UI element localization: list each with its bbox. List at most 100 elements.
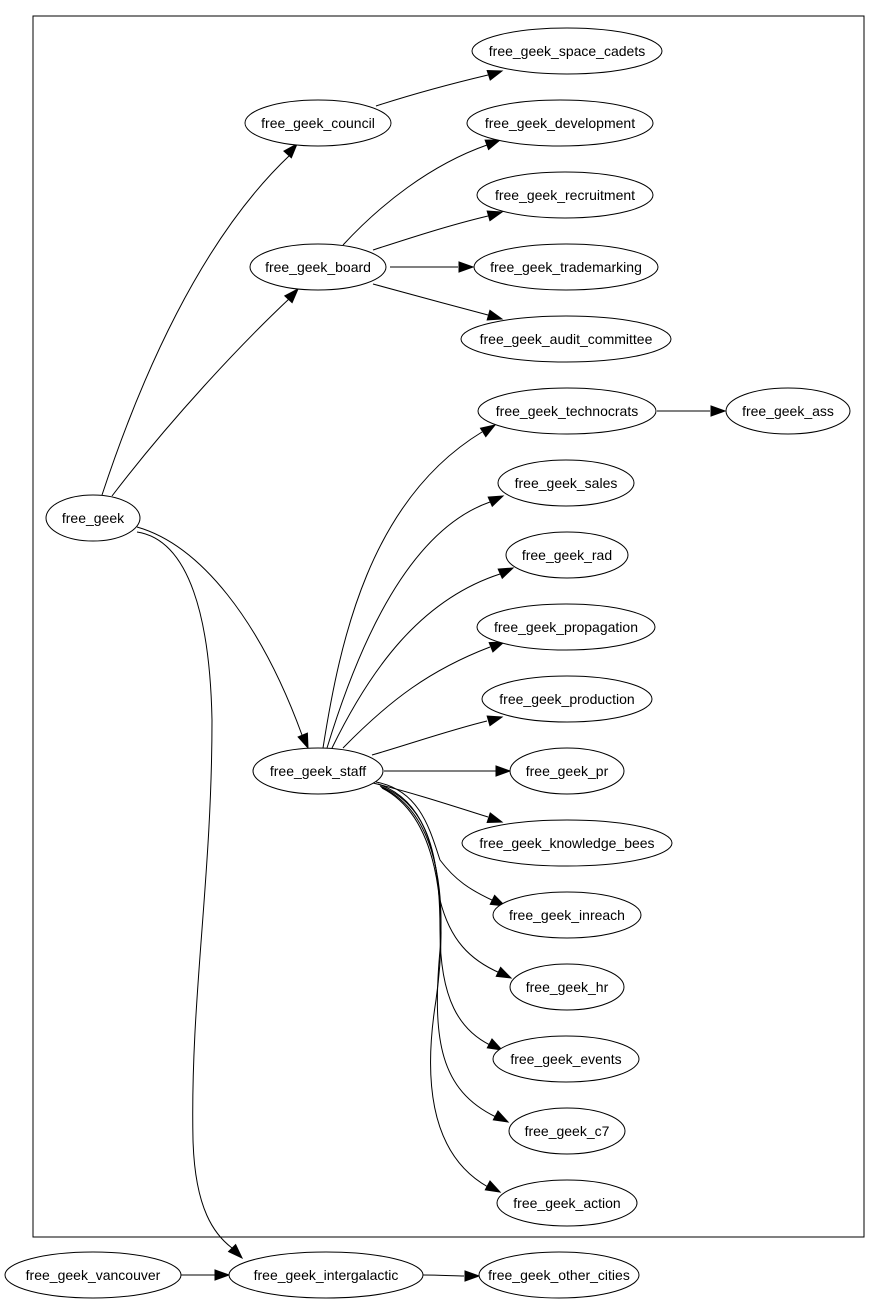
node-label: free_geek_technocrats — [496, 403, 638, 419]
edge-line — [136, 531, 233, 1249]
node-free-geek-technocrats[interactable]: free_geek_technocrats — [477, 387, 657, 435]
node-free-geek-sales[interactable]: free_geek_sales — [497, 459, 635, 507]
node-free-geek-staff[interactable]: free_geek_staff — [252, 747, 384, 795]
node-label: free_geek_inreach — [509, 907, 625, 923]
node-free-geek-board[interactable]: free_geek_board — [249, 243, 387, 291]
edge-line — [375, 781, 495, 902]
edge-line — [331, 573, 501, 749]
node-label: free_geek_sales — [515, 475, 618, 491]
arrowhead-icon — [492, 1110, 510, 1123]
edge-free-geek-staff-to-free-geek-technocrats — [322, 424, 497, 749]
arrowhead-icon — [487, 495, 505, 508]
edge-line — [381, 787, 489, 1188]
node-free-geek-intergalactic[interactable]: free_geek_intergalactic — [228, 1251, 424, 1299]
edge-free-geek-vancouver-to-free-geek-intergalactic — [181, 1269, 231, 1281]
edge-free-geek-staff-to-free-geek-hr — [377, 783, 513, 979]
edge-line — [326, 501, 491, 749]
node-free-geek-c7[interactable]: free_geek_c7 — [508, 1107, 626, 1155]
edge-line — [136, 526, 303, 736]
arrowhead-icon — [486, 70, 504, 81]
node-free-geek-other-cities[interactable]: free_geek_other_cities — [478, 1251, 640, 1299]
arrowhead-icon — [486, 812, 504, 823]
edge-free-geek-staff-to-free-geek-action — [381, 787, 502, 1193]
arrowhead-icon — [479, 424, 497, 438]
edge-free-geek-staff-to-free-geek-pr — [384, 765, 512, 777]
arrowhead-icon — [486, 1038, 504, 1051]
node-free-geek-knowledge-bees[interactable]: free_geek_knowledge_bees — [461, 819, 673, 867]
edge-line — [377, 783, 501, 974]
arrowhead-icon — [495, 966, 513, 979]
arrowhead-icon — [497, 567, 515, 580]
node-free-geek-pr[interactable]: free_geek_pr — [509, 747, 625, 795]
node-label: free_geek_vancouver — [26, 1267, 161, 1283]
node-free-geek-propagation[interactable]: free_geek_propagation — [476, 603, 656, 651]
edge-line — [379, 785, 491, 1046]
node-label: free_geek_c7 — [525, 1123, 610, 1139]
node-free-geek-trademarking[interactable]: free_geek_trademarking — [473, 243, 659, 291]
node-label: free_geek_council — [261, 115, 375, 131]
edge-free-geek-to-free-geek-board — [111, 287, 300, 497]
node-label: free_geek_rad — [522, 547, 612, 563]
node-label: free_geek_board — [265, 259, 371, 275]
node-free-geek-space-cadets[interactable]: free_geek_space_cadets — [471, 27, 663, 75]
edge-free-geek-board-to-free-geek-recruitment — [372, 210, 504, 251]
arrowhead-icon — [297, 732, 309, 750]
node-free-geek-ass[interactable]: free_geek_ass — [725, 387, 851, 435]
node-free-geek-action[interactable]: free_geek_action — [496, 1179, 638, 1227]
arrowhead-icon — [488, 641, 506, 653]
edge-free-geek-to-free-geek-council — [101, 142, 298, 496]
edge-free-geek-staff-to-free-geek-c7 — [380, 786, 510, 1123]
edge-line — [111, 297, 291, 497]
node-free-geek-production[interactable]: free_geek_production — [481, 675, 653, 723]
node-label: free_geek_ass — [742, 403, 834, 419]
arrowhead-icon — [484, 139, 502, 151]
node-label: free_geek_production — [499, 691, 634, 707]
node-label: free_geek_hr — [526, 979, 609, 995]
arrowhead-icon — [486, 309, 504, 321]
node-free-geek-development[interactable]: free_geek_development — [466, 99, 654, 147]
node-free-geek-hr[interactable]: free_geek_hr — [509, 963, 625, 1011]
node-label: free_geek_development — [485, 115, 635, 131]
node-label: free_geek_other_cities — [488, 1267, 630, 1283]
edge-free-geek-board-to-free-geek-audit-committee — [372, 283, 504, 321]
node-free-geek[interactable]: free_geek — [45, 494, 141, 542]
edge-free-geek-staff-to-free-geek-events — [379, 785, 504, 1051]
node-label: free_geek — [62, 510, 125, 526]
node-label: free_geek_trademarking — [490, 259, 642, 275]
edge-line — [372, 782, 489, 818]
edge-free-geek-staff-to-free-geek-sales — [326, 495, 505, 749]
edge-free-geek-council-to-free-geek-space-cadets — [375, 70, 504, 107]
node-label: free_geek_action — [513, 1195, 620, 1211]
node-label: free_geek_intergalactic — [254, 1267, 399, 1283]
node-label: free_geek_space_cadets — [489, 43, 645, 59]
node-label: free_geek_propagation — [494, 619, 638, 635]
node-free-geek-vancouver[interactable]: free_geek_vancouver — [4, 1251, 182, 1299]
edge-line — [422, 1274, 465, 1277]
node-label: free_geek_knowledge_bees — [479, 835, 654, 851]
arrowhead-icon — [283, 287, 300, 304]
edges-layer — [101, 70, 727, 1282]
edge-line — [342, 144, 488, 246]
arrowhead-icon — [489, 894, 507, 907]
arrowhead-icon — [495, 765, 512, 777]
arrowhead-icon — [458, 261, 475, 273]
node-free-geek-audit-committee[interactable]: free_geek_audit_committee — [460, 315, 672, 363]
node-free-geek-inreach[interactable]: free_geek_inreach — [492, 891, 642, 939]
node-label: free_geek_audit_committee — [480, 331, 653, 347]
node-label: free_geek_events — [510, 1051, 621, 1067]
node-label: free_geek_recruitment — [495, 187, 635, 203]
edge-free-geek-staff-to-free-geek-inreach — [375, 781, 507, 907]
arrowhead-icon — [486, 210, 504, 222]
arrowhead-icon — [486, 715, 504, 727]
node-label: free_geek_pr — [526, 763, 609, 779]
arrowhead-icon — [710, 405, 727, 417]
node-free-geek-rad[interactable]: free_geek_rad — [505, 531, 629, 579]
edge-line — [380, 786, 497, 1118]
edge-free-geek-to-free-geek-staff — [136, 526, 309, 750]
edge-free-geek-intergalactic-to-free-geek-other-cities — [422, 1270, 481, 1282]
node-free-geek-recruitment[interactable]: free_geek_recruitment — [476, 171, 654, 219]
edge-free-geek-staff-to-free-geek-propagation — [342, 641, 506, 749]
node-free-geek-events[interactable]: free_geek_events — [492, 1035, 640, 1083]
cluster-box — [32, 15, 865, 1238]
node-free-geek-council[interactable]: free_geek_council — [244, 99, 392, 147]
